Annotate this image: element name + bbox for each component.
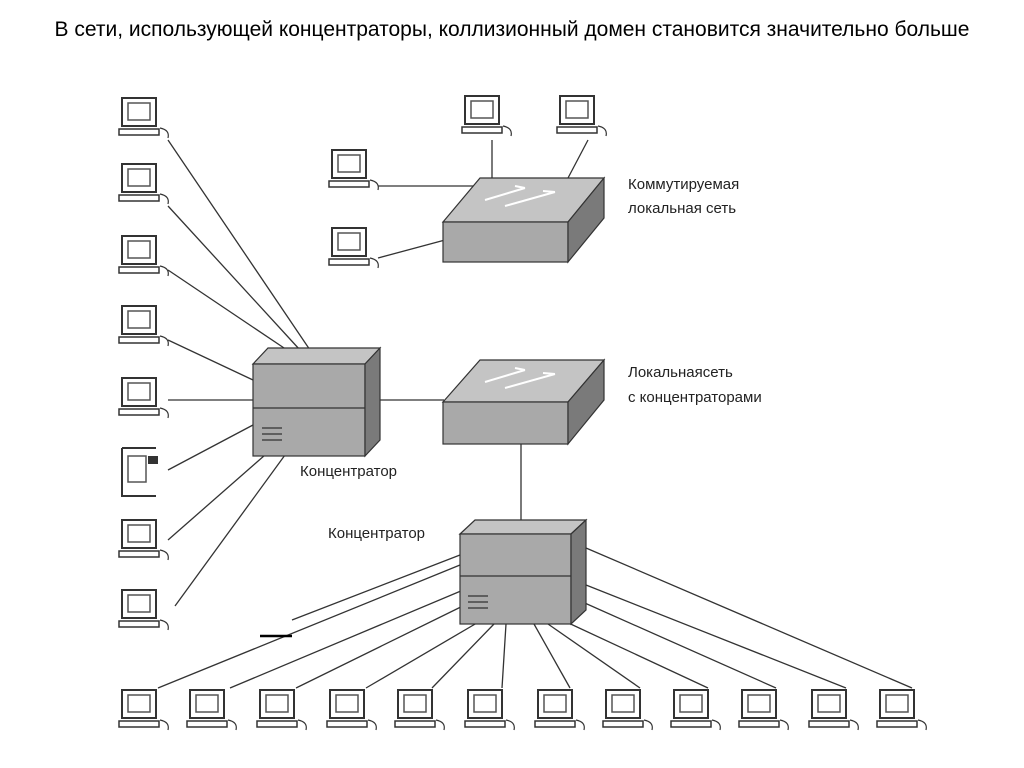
pc-left-1 — [118, 97, 170, 139]
connection-lines — [157, 139, 913, 689]
pc-bottom-1 — [118, 689, 170, 731]
pc-bottom-12 — [876, 689, 928, 731]
hub-left — [251, 346, 382, 458]
pc-left-7 — [118, 519, 170, 561]
slide-title: В сети, использующей концентраторы, колл… — [54, 18, 970, 41]
hub-bottom — [458, 518, 588, 626]
label-hub-left: Концентратор — [300, 463, 397, 480]
pc-top-1 — [461, 95, 513, 137]
pc-left-2 — [118, 163, 170, 205]
switch-middle — [441, 358, 606, 446]
label-hub-lan-1: Локальнаясеть — [628, 364, 733, 381]
label-hub-bottom: Концентратор — [328, 525, 425, 542]
pc-top-4 — [328, 227, 380, 269]
label-hub-lan-2: с концентраторами — [628, 389, 762, 406]
pc-bottom-2 — [186, 689, 238, 731]
label-switched-lan-1: Коммутируемая — [628, 176, 739, 193]
pc-bottom-5 — [394, 689, 446, 731]
pc-bottom-11 — [808, 689, 860, 731]
switch-top — [441, 176, 606, 264]
pc-bottom-10 — [738, 689, 790, 731]
pc-bottom-3 — [256, 689, 308, 731]
pc-bottom-9 — [670, 689, 722, 731]
label-switched-lan-2: локальная сеть — [628, 200, 736, 217]
pc-bottom-4 — [326, 689, 378, 731]
pc-bottom-6 — [464, 689, 516, 731]
pc-bottom-7 — [534, 689, 586, 731]
pc-bottom-8 — [602, 689, 654, 731]
pc-left-6 — [121, 447, 158, 497]
pc-top-2 — [556, 95, 608, 137]
pc-left-5 — [118, 377, 170, 419]
pc-left-3 — [118, 235, 170, 277]
pc-left-4 — [118, 305, 170, 347]
pc-left-8 — [118, 589, 170, 631]
pc-top-3 — [328, 149, 380, 191]
